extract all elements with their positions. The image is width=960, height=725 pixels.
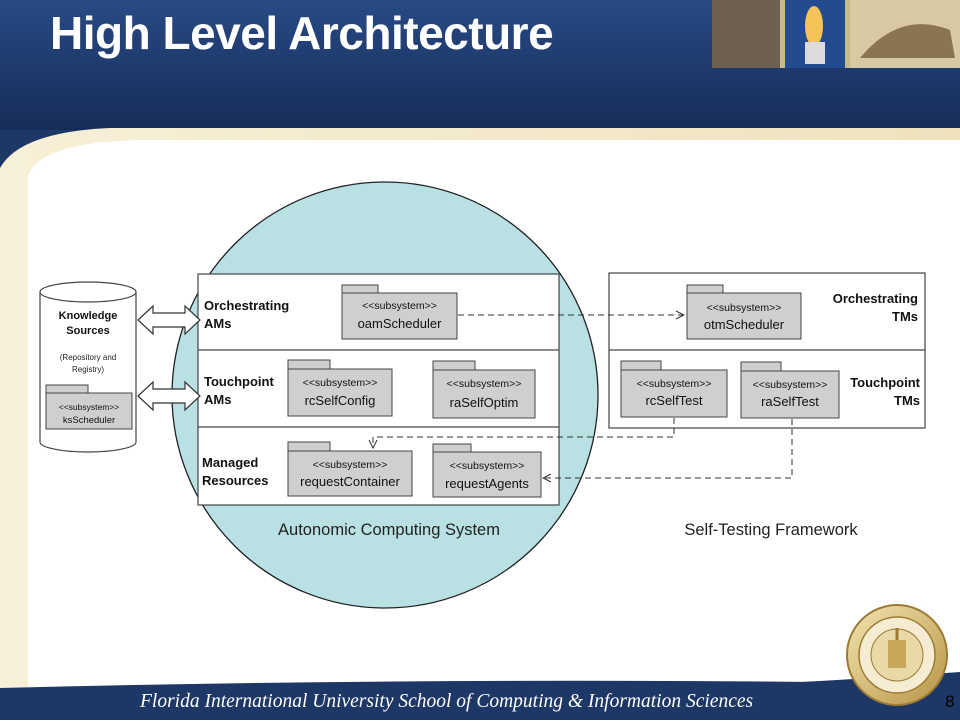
page-number: 8	[945, 692, 955, 711]
row-label-orchestrating-tms-2: TMs	[892, 309, 918, 324]
package-rcselfconfig: <<subsystem>> rcSelfConfig	[287, 359, 393, 417]
package-oamscheduler: <<subsystem>> oamScheduler	[341, 284, 458, 340]
knowledge-note: (Repository and	[60, 353, 116, 362]
package-otmscheduler: <<subsystem>> otmScheduler	[686, 284, 802, 340]
stereotype-label: <<subsystem>>	[313, 459, 388, 471]
university-seal	[846, 604, 948, 706]
row-label-touchpoint-ams-2: AMs	[204, 392, 231, 407]
stereotype-label: <<subsystem>>	[450, 460, 525, 472]
subsystem-name: otmScheduler	[704, 317, 785, 332]
stf-label: Self-Testing Framework	[684, 521, 858, 539]
double-arrow-orchestrating	[137, 304, 201, 336]
row-label-touchpoint-tms: Touchpoint	[850, 375, 920, 390]
stereotype-label: <<subsystem>>	[59, 402, 120, 412]
row-label-orchestrating-ams: Orchestrating	[204, 298, 289, 313]
row-label-managed-resources-2: Resources	[202, 473, 268, 488]
row-label-orchestrating-ams-2: AMs	[204, 316, 231, 331]
header-image-strip	[712, 0, 960, 68]
stereotype-label: <<subsystem>>	[753, 379, 828, 391]
stereotype-label: <<subsystem>>	[303, 377, 378, 389]
subsystem-name: raSelfOptim	[450, 395, 519, 410]
stereotype-label: <<subsystem>>	[707, 302, 782, 314]
package-raselftest: <<subsystem>> raSelfTest	[740, 361, 840, 419]
knowledge-title-2: Sources	[66, 325, 109, 337]
double-arrow-touchpoint	[137, 380, 201, 412]
stereotype-label: <<subsystem>>	[637, 378, 712, 390]
knowledge-title: Knowledge	[59, 310, 118, 322]
package-requestcontainer: <<subsystem>> requestContainer	[287, 441, 413, 497]
stereotype-label: <<subsystem>>	[362, 300, 437, 312]
package-raselfoptim: <<subsystem>> raSelfOptim	[432, 360, 536, 419]
subsystem-name: ksScheduler	[63, 415, 115, 426]
row-label-orchestrating-tms: Orchestrating	[833, 291, 918, 306]
connector-ratest-to-agents	[543, 419, 793, 478]
subsystem-name: raSelfTest	[761, 394, 819, 409]
subsystem-name: rcSelfTest	[645, 393, 702, 408]
subsystem-name: rcSelfConfig	[305, 393, 376, 408]
connector-rctest-to-container	[373, 418, 675, 448]
footer-band	[0, 680, 960, 720]
package-ksscheduler: <<subsystem>> ksScheduler	[45, 384, 133, 430]
package-rcselftest: <<subsystem>> rcSelfTest	[620, 360, 728, 418]
dependency-connectors	[373, 315, 793, 478]
knowledge-note-2: Registry)	[72, 365, 104, 374]
subsystem-name: requestContainer	[300, 474, 400, 489]
subsystem-name: requestAgents	[445, 476, 529, 491]
row-label-managed-resources: Managed	[202, 455, 258, 470]
stereotype-label: <<subsystem>>	[447, 378, 522, 390]
row-label-touchpoint-tms-2: TMs	[894, 393, 920, 408]
package-requestagents: <<subsystem>> requestAgents	[432, 443, 542, 498]
footer-text: Florida International University School …	[140, 691, 754, 712]
row-label-touchpoint-ams: Touchpoint	[204, 374, 274, 389]
subsystem-name: oamScheduler	[358, 316, 442, 331]
slide-title: High Level Architecture	[50, 7, 554, 59]
acs-label: Autonomic Computing System	[278, 521, 500, 539]
